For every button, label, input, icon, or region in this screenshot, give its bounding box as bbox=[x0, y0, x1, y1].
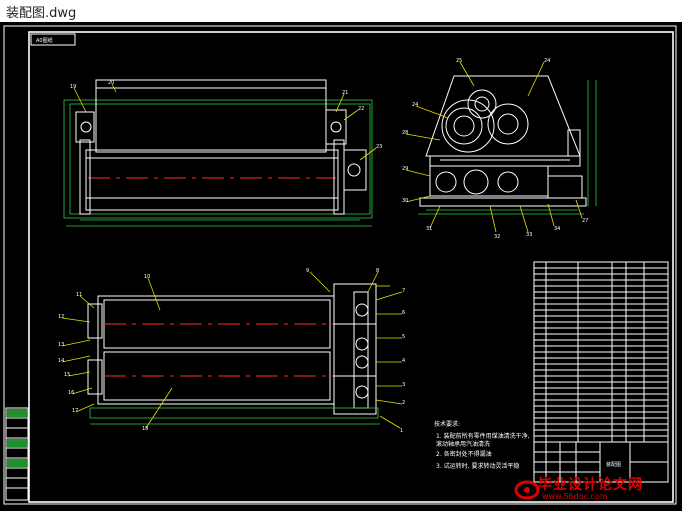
balloon-label: 8 bbox=[376, 268, 379, 274]
plan-view bbox=[87, 283, 390, 425]
balloon-label: 15 bbox=[64, 372, 70, 378]
balloon-label: 13 bbox=[58, 342, 64, 348]
balloon-label: 30 bbox=[402, 198, 408, 204]
technical-requirements: 技术要求: 1. 装配前所有零件用煤油清洗干净, 滚动轴承用汽油清洗 2. 各密… bbox=[434, 420, 530, 470]
window-title-bar: 装配图.dwg bbox=[0, 0, 682, 22]
balloon-label: 9 bbox=[306, 268, 309, 274]
sheet-outer-border bbox=[3, 25, 677, 505]
drawing-stamp: A0图纸 bbox=[36, 37, 53, 44]
balloon-label: 3 bbox=[402, 382, 405, 388]
balloon-label: 14 bbox=[58, 358, 64, 364]
tech-req-item-3: 2. 各密封处不得漏油 bbox=[436, 450, 492, 458]
tech-req-heading: 技术要求: bbox=[434, 420, 460, 428]
balloon-label: 22 bbox=[358, 106, 364, 112]
cad-drawing: A0图纸 bbox=[3, 25, 677, 505]
balloon-label: 1 bbox=[400, 428, 403, 434]
window-title: 装配图.dwg bbox=[6, 6, 77, 21]
balloon-label: 33 bbox=[526, 232, 532, 238]
balloon-label: 16 bbox=[68, 390, 74, 396]
balloon-label: 20 bbox=[108, 80, 114, 86]
balloons-bottom-right: 9 8 7 6 5 4 3 2 1 bbox=[306, 268, 405, 434]
margin-revision-table bbox=[5, 407, 29, 501]
balloon-label: 11 bbox=[76, 292, 82, 298]
balloon-label: 7 bbox=[402, 288, 405, 294]
balloon-label: 29 bbox=[402, 166, 408, 172]
tech-req-item-2: 滚动轴承用汽油清洗 bbox=[436, 440, 490, 448]
watermark-logo-icon bbox=[514, 480, 540, 500]
tech-req-item-4: 3. 试运转时, 要求转动灵活平稳 bbox=[436, 462, 519, 470]
balloon-label: 5 bbox=[402, 334, 405, 340]
title-block-name: 装配图 bbox=[606, 461, 621, 468]
watermark-url: www.56doc.com bbox=[542, 492, 608, 501]
balloon-label: 31 bbox=[426, 226, 432, 232]
watermark: 毕业设计论文网 www.56doc.com bbox=[512, 474, 682, 507]
side-view bbox=[418, 75, 597, 215]
balloons-top-right: 25 24 24 28 29 30 31 32 33 34 27 bbox=[402, 58, 588, 240]
balloon-label: 19 bbox=[70, 84, 76, 90]
sheet-inner-border bbox=[28, 31, 674, 503]
balloon-label: 32 bbox=[494, 234, 500, 240]
balloon-label: 28 bbox=[402, 130, 408, 136]
balloon-label: 17 bbox=[72, 408, 78, 414]
balloons-bottom-left: 11 10 12 13 14 15 16 17 18 bbox=[58, 274, 173, 432]
balloon-label: 10 bbox=[144, 274, 150, 280]
watermark-text: 毕业设计论文网 bbox=[538, 477, 643, 493]
balloon-label: 25 bbox=[456, 58, 462, 64]
balloons-top-left: 19 20 21 22 23 bbox=[70, 80, 382, 161]
balloon-label: 24 bbox=[412, 102, 418, 108]
title-block: 装配图 bbox=[533, 441, 669, 483]
tech-req-item-1: 1. 装配前所有零件用煤油清洗干净, bbox=[436, 432, 530, 440]
balloon-label: 4 bbox=[402, 358, 405, 364]
balloon-label: 21 bbox=[342, 90, 348, 96]
balloon-label: 34 bbox=[554, 226, 560, 232]
part-balloons: 19 20 21 22 23 25 24 24 28 29 30 31 bbox=[58, 58, 588, 434]
balloon-label: 2 bbox=[402, 400, 405, 406]
balloon-label: 23 bbox=[376, 144, 382, 150]
balloon-label: 6 bbox=[402, 310, 405, 316]
balloon-label: 18 bbox=[142, 426, 148, 432]
balloon-label: 27 bbox=[582, 218, 588, 224]
drawing-canvas[interactable]: A0图纸 bbox=[0, 22, 682, 507]
front-view bbox=[63, 79, 373, 227]
drawing-stamp-box bbox=[30, 33, 76, 46]
balloon-label: 24 bbox=[544, 58, 550, 64]
parts-list-table bbox=[533, 261, 669, 443]
balloon-label: 12 bbox=[58, 314, 64, 320]
